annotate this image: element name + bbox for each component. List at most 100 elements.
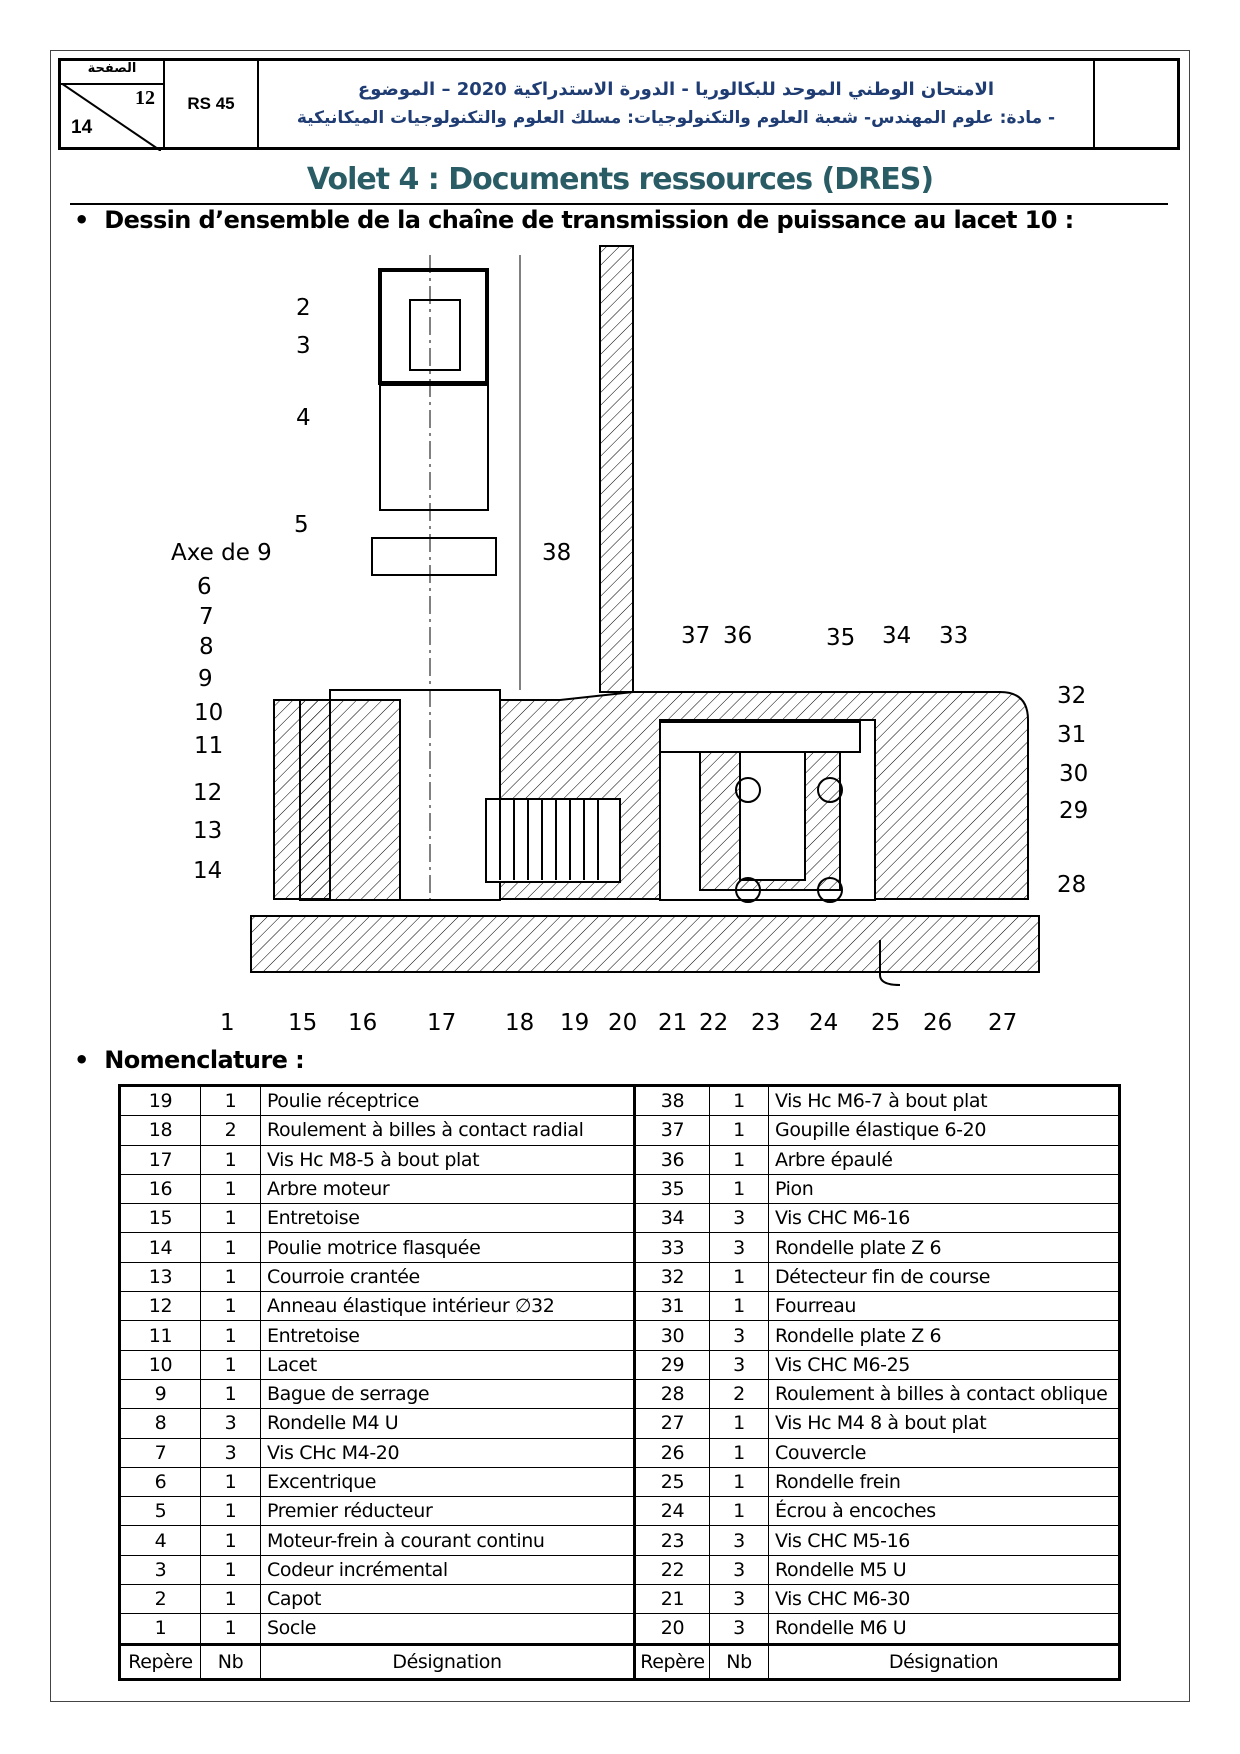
designation-cell: Premier réducteur [260,1496,636,1527]
designation-cell: Entretoise [260,1320,636,1351]
repere-cell: 24 [634,1496,710,1527]
label-37: 37 [681,623,710,649]
designation-cell: Entretoise [260,1203,636,1234]
label-7: 7 [199,604,214,630]
repere-cell: 10 [119,1349,201,1380]
repere-cell: 26 [634,1437,710,1468]
column-header: Nb [200,1642,261,1680]
nb-cell: 3 [709,1203,769,1234]
designation-cell: Anneau élastique intérieur ∅32 [260,1291,636,1322]
nb-cell: 1 [709,1408,769,1439]
repere-cell: 1 [119,1613,201,1645]
designation-cell: Vis Hc M8-5 à bout plat [260,1144,636,1175]
page-total: 14 [71,117,93,138]
label-1: 1 [220,1010,235,1036]
repere-cell: 30 [634,1320,710,1351]
repere-cell: 3 [119,1554,201,1586]
repere-cell: 19 [119,1084,201,1117]
column-header: Repère [634,1642,710,1680]
page-box: الصفحة 12 14 [61,61,165,151]
designation-cell: Rondelle plate Z 6 [768,1232,1120,1263]
capot [378,268,489,385]
nb-cell: 3 [709,1584,769,1615]
label-2: 2 [296,295,311,321]
repere-cell: 6 [119,1466,201,1498]
designation-cell: Vis CHC M5-16 [768,1525,1120,1556]
designation-cell: Vis Hc M6-7 à bout plat [768,1084,1120,1117]
page-frame [50,50,1190,1702]
label-20: 20 [608,1010,637,1036]
designation-cell: Moteur-frein à courant continu [260,1525,636,1556]
designation-cell: Rondelle plate Z 6 [768,1320,1120,1351]
repere-cell: 27 [634,1408,710,1439]
column-header: Repère [119,1642,201,1680]
nb-cell: 1 [200,1378,261,1410]
label-30: 30 [1059,761,1088,787]
nb-cell: 1 [200,1349,261,1380]
repere-cell: 36 [634,1144,710,1175]
repere-cell: 2 [119,1584,201,1615]
nb-cell: 1 [709,1115,769,1146]
belt [485,798,621,883]
designation-cell: Vis CHC M6-25 [768,1349,1120,1380]
designation-cell: Vis Hc M4 8 à bout plat [768,1408,1120,1439]
designation-cell: Goupille élastique 6-20 [768,1115,1120,1146]
column-header: Nb [709,1642,769,1680]
repere-cell: 5 [119,1496,201,1527]
designation-cell: Excentrique [260,1466,636,1498]
repere-cell: 37 [634,1115,710,1146]
label-29: 29 [1059,798,1088,824]
designation-cell: Couvercle [768,1437,1120,1468]
nb-cell: 1 [709,1261,769,1293]
drawing-heading-text: Dessin d’ensemble de la chaîne de transm… [104,206,1074,234]
designation-cell: Fourreau [768,1291,1120,1322]
nb-cell: 1 [709,1291,769,1322]
designation-cell: Rondelle M6 U [768,1613,1120,1645]
designation-cell: Courroie crantée [260,1261,636,1293]
nb-cell: 1 [200,1525,261,1556]
designation-cell: Rondelle frein [768,1466,1120,1498]
designation-cell: Arbre moteur [260,1173,636,1205]
designation-cell: Capot [260,1584,636,1615]
nb-cell: 1 [200,1173,261,1205]
column-header: Désignation [260,1642,636,1680]
designation-cell: Vis CHC M6-16 [768,1203,1120,1234]
label-34: 34 [882,623,911,649]
nb-cell: 1 [200,1554,261,1586]
reducer [371,537,497,576]
label-28: 28 [1057,872,1086,898]
label-33: 33 [939,623,968,649]
label-22: 22 [699,1010,728,1036]
label-6: 6 [197,574,212,600]
label-25: 25 [871,1010,900,1036]
label-21: 21 [658,1010,687,1036]
repere-cell: 7 [119,1437,201,1468]
nb-cell: 1 [200,1084,261,1117]
repere-cell: 23 [634,1525,710,1556]
nomenclature-heading: • Nomenclature : [74,1046,305,1074]
nb-cell: 1 [200,1320,261,1351]
nb-cell: 1 [200,1144,261,1175]
repere-cell: 22 [634,1554,710,1586]
repere-cell: 9 [119,1378,201,1410]
repere-cell: 21 [634,1584,710,1615]
nb-cell: 3 [709,1349,769,1380]
label-12: 12 [193,780,222,806]
label-36: 36 [723,623,752,649]
repere-cell: 28 [634,1378,710,1410]
repere-cell: 16 [119,1173,201,1205]
label-14: 14 [193,858,222,884]
exam-header: الصفحة 12 14 RS 45 الامتحان الوطني الموح… [58,58,1180,151]
repere-cell: 11 [119,1320,201,1351]
repere-cell: 35 [634,1173,710,1205]
